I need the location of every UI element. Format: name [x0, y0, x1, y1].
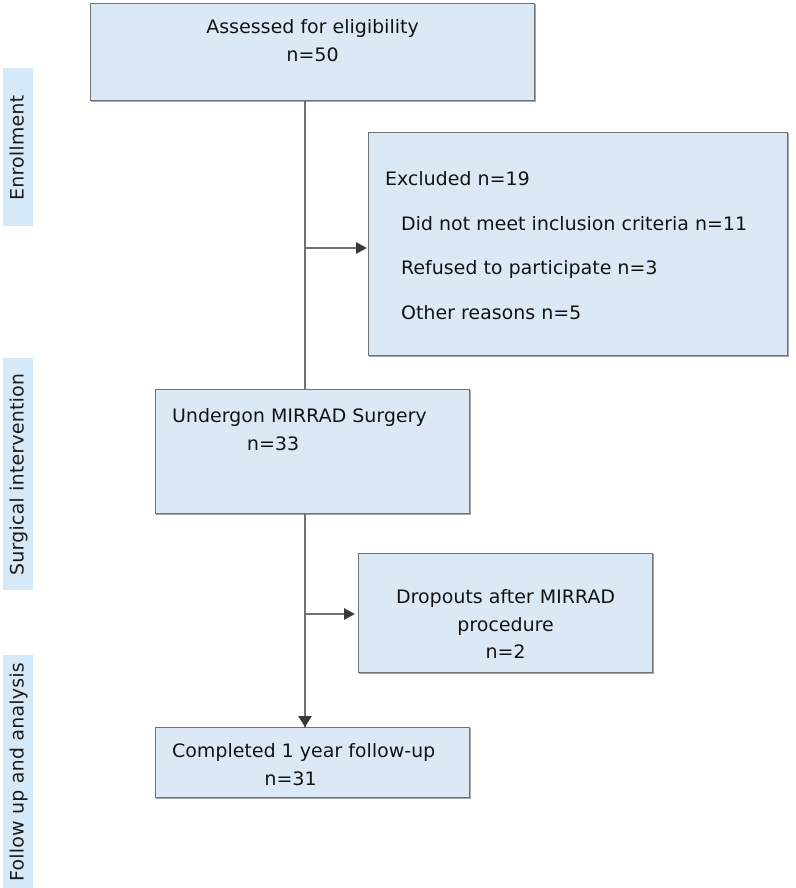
- stage-label-enrollment: Enrollment: [3, 68, 33, 226]
- surgery-title: Undergon MIRRAD Surgery: [172, 405, 427, 427]
- connector-assessed-to-surgery: [304, 101, 306, 389]
- connector-branch-to-dropouts: [304, 613, 344, 615]
- arrowhead-to-completed-icon: [298, 716, 312, 727]
- dropouts-count: n=2: [485, 641, 526, 664]
- completed-count: n=31: [264, 767, 317, 790]
- excluded-reason-other: Other reasons n=5: [401, 301, 582, 324]
- node-undergone-surgery: Undergon MIRRAD Surgery n=33: [155, 389, 470, 514]
- excluded-reason-refused: Refused to participate n=3: [401, 257, 658, 280]
- node-completed-followup: Completed 1 year follow-up n=31: [155, 727, 470, 798]
- assessed-count: n=50: [286, 43, 339, 66]
- node-excluded: Excluded n=19 Did not meet inclusion cri…: [368, 132, 788, 356]
- dropouts-subtitle: procedure: [457, 613, 554, 636]
- node-assessed-for-eligibility: Assessed for eligibility n=50: [90, 3, 535, 101]
- node-dropouts: Dropouts after MIRRAD procedure n=2: [358, 553, 653, 673]
- arrowhead-to-dropouts-icon: [344, 608, 355, 620]
- arrowhead-to-excluded-icon: [356, 242, 367, 254]
- excluded-reason-inclusion-criteria: Did not meet inclusion criteria n=11: [401, 212, 748, 235]
- connector-surgery-to-completed: [304, 514, 306, 727]
- connector-branch-to-excluded: [304, 247, 356, 249]
- surgery-count: n=33: [246, 432, 300, 455]
- stage-label-follow-up-and-analysis: Follow up and analysis: [3, 655, 33, 888]
- assessed-title: Assessed for eligibility: [206, 16, 419, 38]
- stage-label-surgical-intervention: Surgical intervention: [3, 358, 33, 590]
- completed-title: Completed 1 year follow-up: [172, 740, 436, 762]
- dropouts-title: Dropouts after MIRRAD: [395, 586, 615, 608]
- excluded-heading: Excluded n=19: [385, 168, 530, 190]
